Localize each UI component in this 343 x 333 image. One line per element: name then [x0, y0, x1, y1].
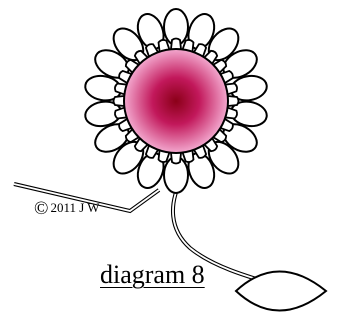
- stitch-loop: [228, 96, 239, 106]
- flower-center: [124, 49, 228, 153]
- stitch-loop: [171, 39, 181, 50]
- copyright-symbol: ©: [34, 201, 48, 217]
- stitch-loop: [171, 153, 181, 164]
- copyright-notice: ©2011 J W: [34, 200, 100, 217]
- diagram-caption: diagram 8: [100, 260, 205, 290]
- copyright-text: 2011 J W: [50, 200, 99, 215]
- stitch-loop: [114, 96, 125, 106]
